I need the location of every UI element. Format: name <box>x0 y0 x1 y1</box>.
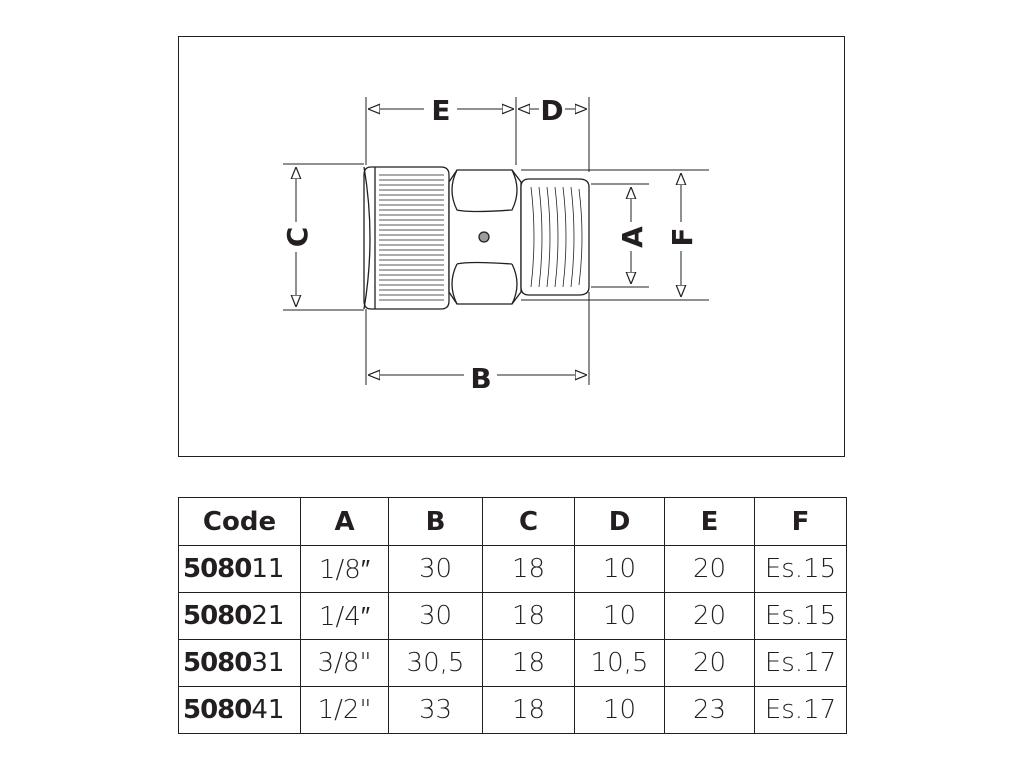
label-gaps <box>285 98 692 386</box>
cell-c: 18 <box>482 686 575 734</box>
cell-b: 30 <box>388 592 483 640</box>
dimension-table: Code A B C D E F 508011 1/8″ 30 18 10 20… <box>178 497 847 734</box>
cell-f: Es.17 <box>754 639 847 687</box>
cell-e: 20 <box>664 545 755 593</box>
column-header-f: F <box>754 497 847 546</box>
fitting-body <box>363 166 590 310</box>
code-cell: 508021 <box>178 592 301 640</box>
code-suffix: 31 <box>251 648 285 678</box>
dimension-label-f: F <box>666 227 699 246</box>
column-header-code: Code <box>178 497 301 546</box>
code-cell: 508041 <box>178 686 301 734</box>
table-row: 508031 3/8" 30,5 18 10,5 20 Es.17 <box>178 639 847 687</box>
cell-d: 10,5 <box>574 639 665 687</box>
table-row: 508041 1/2" 33 18 10 23 Es.17 <box>178 686 847 734</box>
dimension-label-a: A <box>616 226 649 248</box>
code-prefix: 5080 <box>183 695 252 725</box>
cell-c: 18 <box>482 592 575 640</box>
cell-f: Es.15 <box>754 545 847 593</box>
cell-c: 18 <box>482 545 575 593</box>
column-header-e: E <box>664 497 755 546</box>
cell-b: 30 <box>388 545 483 593</box>
column-header-c: C <box>482 497 575 546</box>
code-suffix: 21 <box>251 601 285 631</box>
dimension-label-d: D <box>540 94 563 127</box>
technical-drawing-frame: E D B C A F <box>178 36 845 457</box>
table-row: 508021 1/4″ 30 18 10 20 Es.15 <box>178 592 847 640</box>
cell-d: 10 <box>574 545 665 593</box>
code-cell: 508031 <box>178 639 301 687</box>
cell-d: 10 <box>574 592 665 640</box>
fitting-drawing: E D B C A F <box>281 94 709 395</box>
knurl-lines <box>379 174 444 301</box>
code-suffix: 11 <box>251 554 285 584</box>
thread-lines <box>530 186 583 288</box>
column-header-d: D <box>574 497 665 546</box>
table-header-row: Code A B C D E F <box>178 497 847 546</box>
threaded-tail <box>520 178 590 296</box>
dimension-label-c: C <box>281 227 314 248</box>
cell-e: 20 <box>664 639 755 687</box>
code-suffix: 41 <box>251 695 285 725</box>
vent-hole <box>478 231 490 243</box>
knurled-nut <box>363 166 450 310</box>
code-cell: 508011 <box>178 545 301 593</box>
column-header-b: B <box>388 497 483 546</box>
column-header-a: A <box>300 497 389 546</box>
extension-lines <box>283 97 709 385</box>
cell-f: Es.15 <box>754 592 847 640</box>
code-prefix: 5080 <box>183 648 252 678</box>
cell-a: 1/2" <box>300 686 389 734</box>
cell-a: 3/8" <box>300 639 389 687</box>
code-prefix: 5080 <box>183 601 252 631</box>
dimension-label-b: B <box>470 362 491 395</box>
table-row: 508011 1/8″ 30 18 10 20 Es.15 <box>178 545 847 593</box>
cell-e: 20 <box>664 592 755 640</box>
cell-f: Es.17 <box>754 686 847 734</box>
cell-d: 10 <box>574 686 665 734</box>
cell-b: 30,5 <box>388 639 483 687</box>
cell-a: 1/4″ <box>300 592 389 640</box>
code-prefix: 5080 <box>183 554 252 584</box>
cell-e: 23 <box>664 686 755 734</box>
cell-c: 18 <box>482 639 575 687</box>
dimension-label-e: E <box>431 94 450 127</box>
cell-b: 33 <box>388 686 483 734</box>
cell-a: 1/8″ <box>300 545 389 593</box>
